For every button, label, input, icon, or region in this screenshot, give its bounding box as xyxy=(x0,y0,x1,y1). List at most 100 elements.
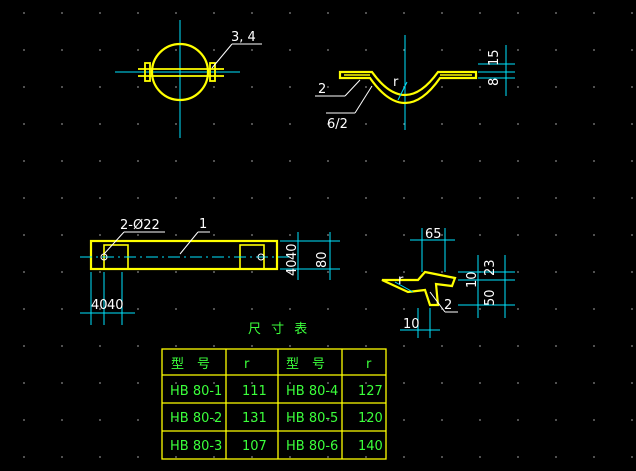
grid-dot xyxy=(289,197,291,199)
grid-dot xyxy=(61,271,63,273)
table-row: HB 80-3 107 HB 80-6 140 xyxy=(170,439,383,454)
grid-dot xyxy=(441,382,443,384)
grid-dot xyxy=(403,382,405,384)
grid-dot xyxy=(631,197,633,199)
grid-dot xyxy=(23,419,25,421)
grid-dot xyxy=(479,86,481,88)
grid-dot xyxy=(99,160,101,162)
plate-view: 2-Ø22 1 40 40 80 40 40 xyxy=(80,217,340,325)
plate-holes-leader xyxy=(103,231,125,255)
table-cell: HB 80-4 xyxy=(286,384,338,399)
clip-radius-label: r xyxy=(398,273,404,288)
grid-dot xyxy=(441,49,443,51)
grid-dot xyxy=(213,308,215,310)
clip-part-label: 2 xyxy=(444,298,452,313)
grid-dot xyxy=(61,197,63,199)
grid-dot xyxy=(61,86,63,88)
table-header-row: 型 号 r 型 号 r xyxy=(171,357,372,372)
grid-dot xyxy=(23,160,25,162)
grid-dot xyxy=(175,234,177,236)
grid-dot xyxy=(175,419,177,421)
saddle-view: r 2 6/2 8 15 xyxy=(315,35,515,132)
grid-dot xyxy=(289,345,291,347)
plate-dim-80: 80 xyxy=(315,251,330,268)
grid-dot xyxy=(631,86,633,88)
table-cell: 127 xyxy=(358,384,383,399)
grid-dot xyxy=(175,49,177,51)
grid-dot xyxy=(479,160,481,162)
grid-dot xyxy=(327,160,329,162)
grid-dot xyxy=(137,308,139,310)
grid-dot xyxy=(137,197,139,199)
grid-dot xyxy=(403,308,405,310)
saddle-outline xyxy=(338,70,478,104)
grid-dot xyxy=(289,271,291,273)
grid-dot xyxy=(403,234,405,236)
grid-dot xyxy=(479,345,481,347)
grid-dot xyxy=(365,345,367,347)
grid-dot xyxy=(403,197,405,199)
grid-dot xyxy=(517,49,519,51)
grid-dot xyxy=(327,234,329,236)
grid-dot xyxy=(631,160,633,162)
grid-dot xyxy=(441,345,443,347)
table-cell: 111 xyxy=(242,384,267,399)
ring-upper-half xyxy=(150,42,210,73)
grid-dot xyxy=(251,49,253,51)
grid-dot xyxy=(631,382,633,384)
grid-dot xyxy=(61,456,63,458)
clip-dim-65: 65 xyxy=(425,227,442,242)
grid-dot xyxy=(327,382,329,384)
grid-dot xyxy=(99,271,101,273)
ring-parts-label: 3, 4 xyxy=(231,30,256,45)
clip-dim-50: 50 xyxy=(483,289,498,306)
grid-dot xyxy=(23,234,25,236)
grid-dot xyxy=(593,419,595,421)
plate-part-label: 1 xyxy=(199,217,207,232)
grid-dot xyxy=(555,419,557,421)
grid-dot xyxy=(23,123,25,125)
grid-dot xyxy=(593,123,595,125)
clip-view: 65 r 2 10 50 23 10 xyxy=(381,227,515,338)
grid-dot xyxy=(593,86,595,88)
grid-dot xyxy=(213,123,215,125)
grid-dot xyxy=(403,160,405,162)
grid-dot xyxy=(631,456,633,458)
grid-dot xyxy=(441,12,443,14)
ring-leader-line xyxy=(211,43,233,69)
grid-dot xyxy=(251,123,253,125)
grid-dot xyxy=(403,456,405,458)
clip-part-leader xyxy=(429,291,446,313)
grid-dot xyxy=(23,271,25,273)
grid-dot xyxy=(593,308,595,310)
grid-dot xyxy=(175,160,177,162)
grid-dot xyxy=(99,234,101,236)
grid-dot xyxy=(251,12,253,14)
grid-dot xyxy=(137,234,139,236)
grid-dot xyxy=(61,345,63,347)
grid-dot xyxy=(517,86,519,88)
grid-dot xyxy=(631,49,633,51)
grid-dot xyxy=(517,308,519,310)
table-header-model-2: 型 号 xyxy=(286,357,325,372)
grid-dot xyxy=(365,271,367,273)
grid-dot xyxy=(23,308,25,310)
grid-dot xyxy=(479,456,481,458)
grid-dot xyxy=(175,382,177,384)
grid-dot xyxy=(213,234,215,236)
ring-lower-half xyxy=(150,71,210,102)
table-header-r-1: r xyxy=(244,357,250,372)
grid-dot xyxy=(213,160,215,162)
grid-dot xyxy=(555,123,557,125)
grid-dot xyxy=(99,49,101,51)
grid-dot xyxy=(61,49,63,51)
grid-dot xyxy=(631,234,633,236)
grid-dot xyxy=(327,123,329,125)
grid-dot xyxy=(251,86,253,88)
grid-dot xyxy=(631,271,633,273)
plate-dim-left-40b: 40 xyxy=(107,298,124,313)
ring-right-bolt xyxy=(209,62,216,82)
grid-dot xyxy=(289,49,291,51)
grid-dot xyxy=(365,456,367,458)
